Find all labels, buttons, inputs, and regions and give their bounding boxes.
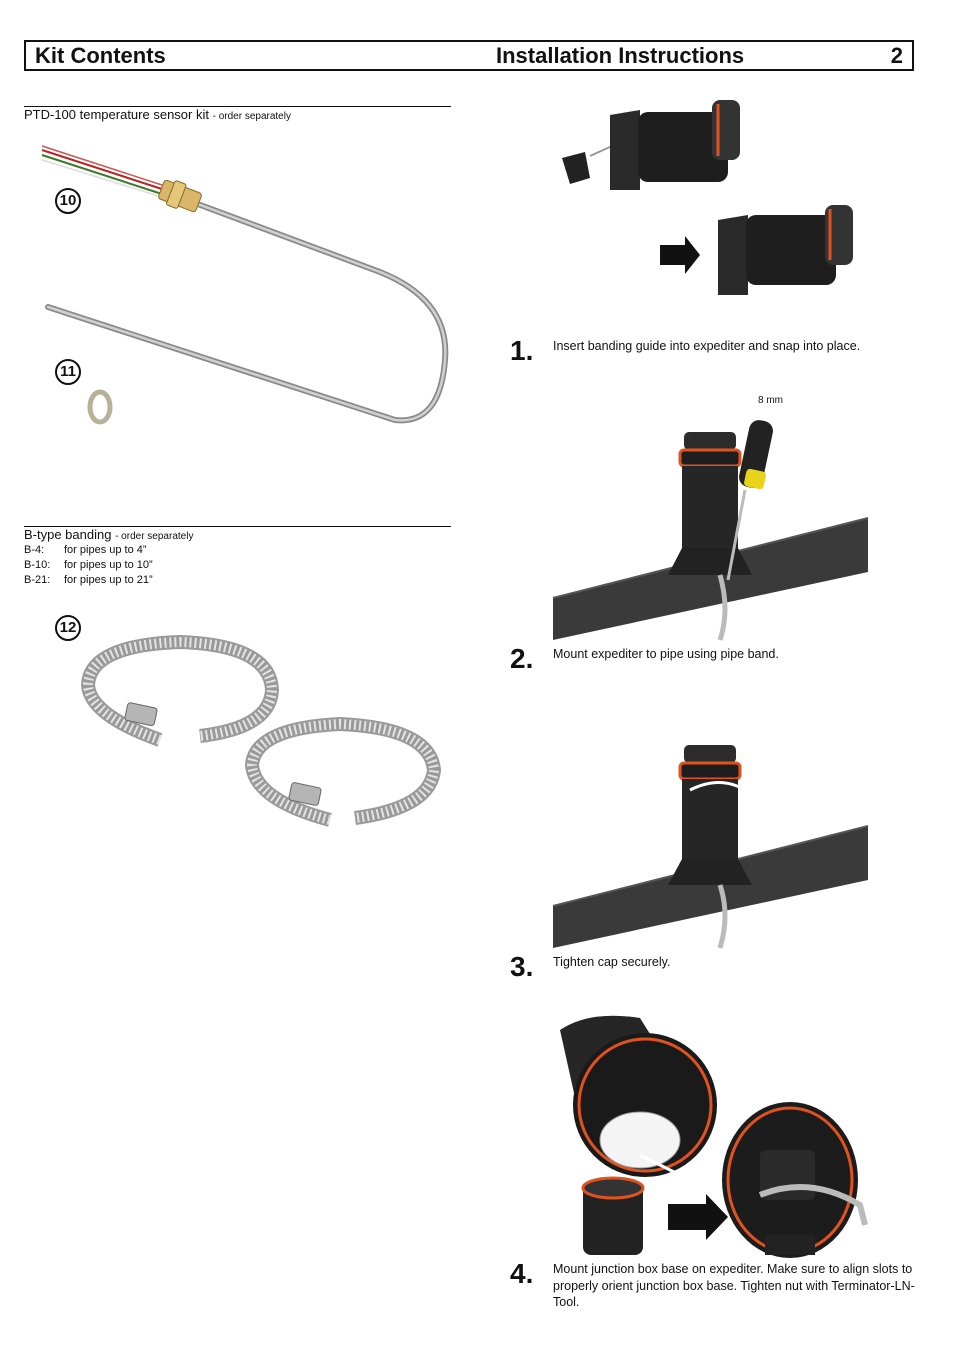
section-rule	[24, 106, 451, 107]
step-text: Mount junction box base on expediter. Ma…	[553, 1262, 915, 1309]
banding-desc: for pipes up to 4”	[64, 544, 147, 556]
green-wire	[41, 154, 166, 196]
page-number: 2	[890, 43, 903, 68]
banding-row: B-21: for pipes up to 21”	[24, 574, 153, 586]
banding-name: B-type banding	[24, 527, 112, 542]
banding-desc: for pipes up to 21”	[64, 574, 153, 586]
screwdriver	[726, 420, 773, 581]
result-arrow	[660, 236, 700, 274]
expediter-on-pipe	[668, 745, 752, 885]
item-badge-11: 11	[55, 359, 81, 385]
step-number: 3.	[510, 951, 534, 982]
step-number: 1.	[510, 335, 534, 366]
junction-box-installed	[722, 1102, 858, 1258]
item-badge-12: 12	[55, 615, 81, 641]
step-text: Tighten cap securely.	[553, 955, 671, 969]
red-wire	[41, 149, 166, 191]
banding-row: B-4: for pipes up to 4”	[24, 544, 147, 556]
sensor-kit-name: PTD-100 temperature sensor kit	[24, 107, 209, 122]
probe-highlight	[46, 201, 447, 422]
expediter-part	[610, 100, 740, 190]
banding-code: B-4:	[24, 544, 45, 556]
rotate-arrow	[689, 781, 746, 792]
expediter-on-pipe	[668, 432, 752, 575]
sealing-washer	[87, 389, 113, 425]
expediter-assembled	[718, 205, 853, 295]
step-text: Insert banding guide into expediter and …	[553, 339, 861, 353]
align-arrow	[639, 1153, 681, 1177]
sensor-kit-note: - order separately	[212, 111, 291, 122]
insert-arrow	[589, 145, 613, 157]
banding-code: B-10:	[24, 559, 51, 571]
pipe-band	[717, 574, 728, 641]
banding-code: B-21:	[24, 574, 51, 586]
pipe-band-small	[244, 716, 442, 827]
tool-size-label: 8 mm	[758, 395, 783, 406]
expediter-top	[581, 1176, 645, 1255]
banding-title: B-type banding - order separately	[24, 527, 193, 542]
red-wire-2	[41, 145, 166, 187]
step-text: Mount expediter to pipe using pipe band.	[553, 647, 779, 661]
kit-contents-heading: Kit Contents	[35, 43, 166, 68]
pipe-band	[717, 884, 728, 949]
banding-row: B-10: for pipes up to 10”	[24, 559, 153, 571]
page-header: Kit Contents Installation Instructions 2	[24, 40, 914, 71]
terminator-ln-tool	[758, 1184, 868, 1226]
installation-heading: Installation Instructions	[496, 43, 745, 68]
white-wire	[41, 159, 166, 199]
sensor-kit-title: PTD-100 temperature sensor kit - order s…	[24, 107, 291, 122]
item-badge-10: 10	[55, 188, 81, 214]
step-number: 4.	[510, 1258, 534, 1289]
result-arrow	[668, 1194, 728, 1240]
compression-fitting	[158, 179, 202, 213]
step-number: 2.	[510, 643, 534, 674]
pipe	[553, 518, 868, 640]
banding-guide	[562, 152, 590, 184]
section-rule-2	[24, 526, 451, 527]
banding-desc: for pipes up to 10”	[64, 559, 153, 571]
pipe	[553, 826, 868, 948]
banding-note: - order separately	[115, 531, 194, 542]
junction-box-base	[560, 1015, 717, 1177]
pipe-band-large	[80, 634, 280, 747]
